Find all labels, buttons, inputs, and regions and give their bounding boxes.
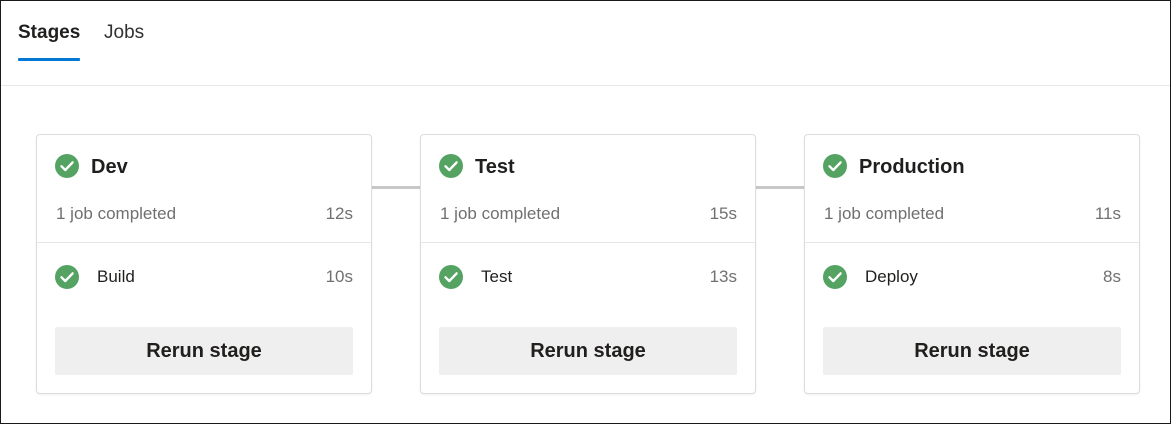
stage-header[interactable]: Test 1 job completed 15s (421, 135, 755, 243)
job-name: Deploy (865, 267, 918, 286)
tab-stages[interactable]: Stages (18, 19, 81, 61)
rerun-stage-button[interactable]: Rerun stage (55, 327, 353, 375)
job-row-deploy[interactable]: Deploy 8s (805, 243, 1139, 311)
rerun-stage-button[interactable]: Rerun stage (823, 327, 1121, 375)
stage-card-test[interactable]: Test 1 job completed 15s Test 13s Rerun … (420, 134, 756, 394)
stage-card-production[interactable]: Production 1 job completed 11s Deploy 8s… (804, 134, 1140, 394)
job-duration: 13s (709, 267, 737, 286)
job-duration: 8s (1103, 267, 1121, 286)
stage-summary: 1 job completed (56, 204, 177, 223)
tab-jobs[interactable]: Jobs (104, 22, 145, 43)
stage-connector (371, 186, 421, 189)
check-circle-icon (439, 154, 463, 178)
stage-card-dev[interactable]: Dev 1 job completed 12s Build 10s Rerun … (36, 134, 372, 394)
check-circle-icon (55, 154, 79, 178)
job-name: Build (97, 267, 135, 286)
check-circle-icon (55, 265, 79, 289)
stage-summary: 1 job completed (824, 204, 945, 223)
stage-name: Test (475, 156, 515, 178)
job-row-test[interactable]: Test 13s (421, 243, 755, 311)
job-row-build[interactable]: Build 10s (37, 243, 371, 311)
stage-header[interactable]: Dev 1 job completed 12s (37, 135, 371, 243)
stage-duration: 12s (325, 204, 353, 223)
check-circle-icon (823, 154, 847, 178)
stage-name: Dev (91, 156, 128, 178)
check-circle-icon (439, 265, 463, 289)
check-circle-icon (823, 265, 847, 289)
stage-header[interactable]: Production 1 job completed 11s (805, 135, 1139, 243)
stage-duration: 15s (709, 204, 737, 223)
rerun-stage-button[interactable]: Rerun stage (439, 327, 737, 375)
tab-bar: Stages Jobs (1, 1, 1170, 86)
job-name: Test (481, 267, 513, 286)
stage-name: Production (859, 156, 965, 178)
stage-summary: 1 job completed (440, 204, 561, 223)
stage-duration: 11s (1094, 204, 1121, 223)
stage-connector (755, 186, 805, 189)
job-duration: 10s (325, 267, 353, 286)
